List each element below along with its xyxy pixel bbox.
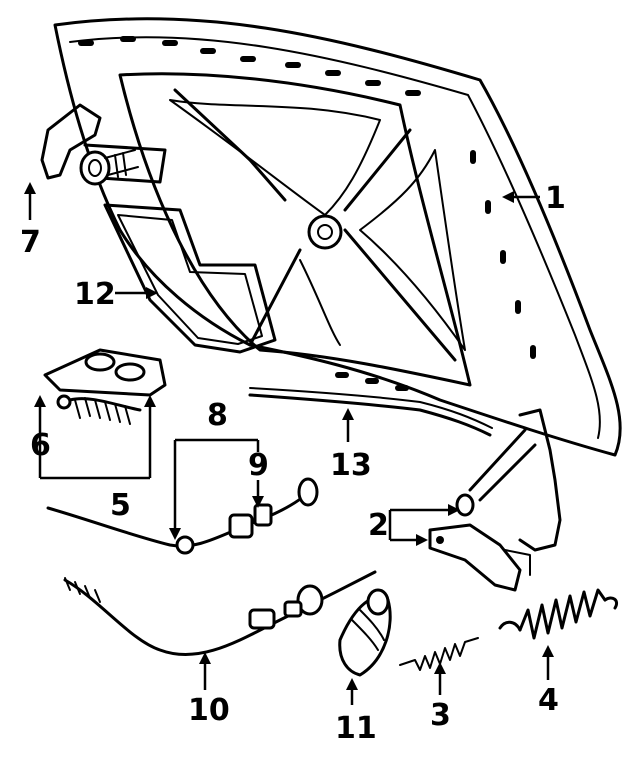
release-handle-bracket <box>43 348 167 425</box>
hood-release-handle <box>338 588 392 677</box>
callout-4: 4 <box>538 683 559 718</box>
callout-13: 13 <box>330 448 372 483</box>
callout-labels: 1 7 12 6 5 8 9 13 2 10 11 3 4 <box>20 181 566 746</box>
release-cable <box>46 477 319 555</box>
callout-2: 2 <box>368 508 389 543</box>
callout-3: 3 <box>430 698 451 733</box>
hood-hinge <box>428 408 562 592</box>
callout-11: 11 <box>335 711 377 746</box>
latch-bracket <box>40 103 167 186</box>
cable-assembly <box>63 570 377 656</box>
callout-9: 9 <box>248 448 269 483</box>
callout-12: 12 <box>74 277 116 312</box>
callout-6: 6 <box>30 428 51 463</box>
large-spring <box>498 588 619 640</box>
callout-8: 8 <box>207 398 228 433</box>
hood-seal <box>248 387 493 437</box>
callout-10: 10 <box>188 693 230 728</box>
callout-1: 1 <box>545 181 566 216</box>
callout-5: 5 <box>110 488 131 523</box>
callout-7: 7 <box>20 225 41 260</box>
insulation-panel <box>103 203 277 354</box>
leader-lines <box>24 182 554 705</box>
